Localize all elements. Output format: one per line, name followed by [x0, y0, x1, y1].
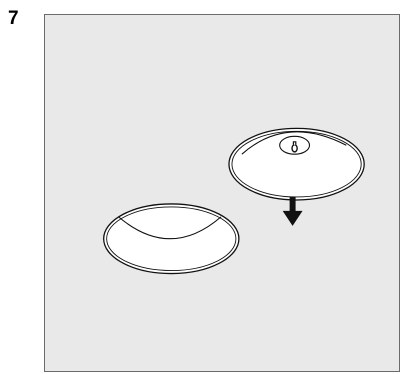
cover-dome [228, 127, 365, 201]
base-dome-top-arc [118, 216, 222, 240]
illustration-svg [103, 127, 365, 275]
arrow-down-icon [282, 196, 303, 226]
cover-dome-top-arc [241, 131, 347, 155]
base-dome [103, 203, 240, 275]
step-number: 7 [8, 8, 19, 29]
illustration-panel [44, 14, 400, 372]
base-dome-inner-rim [106, 206, 237, 272]
cover-dome-outer-rim [228, 127, 365, 201]
cover-center-button-icon [291, 141, 298, 153]
